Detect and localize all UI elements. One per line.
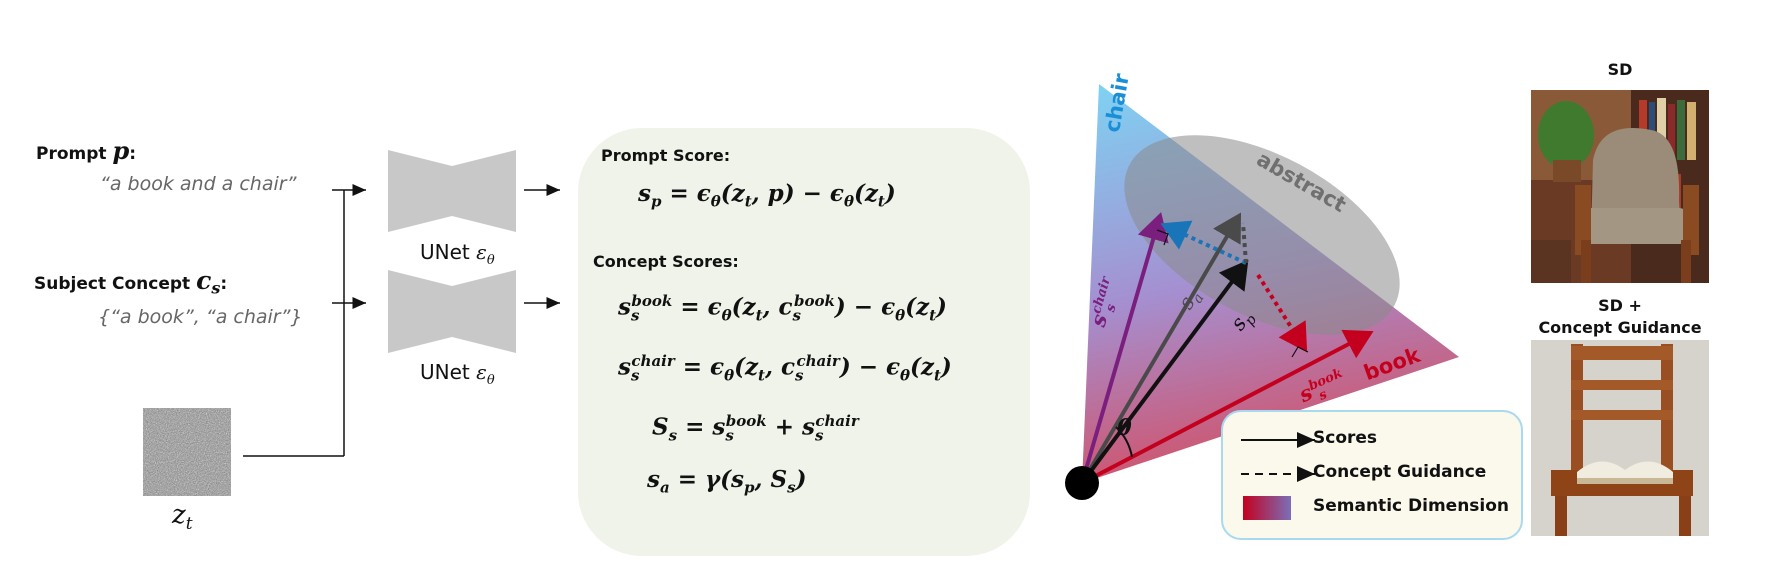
prompt-value: “a book and a chair” [100, 173, 297, 195]
unet-top-symbol: ε [476, 240, 487, 264]
origin-point [1065, 466, 1099, 500]
chair-score-vector [1080, 212, 1169, 484]
scores-panel [578, 128, 1030, 556]
noise-image [143, 408, 231, 496]
abstract-region [1124, 135, 1400, 335]
legend-semantic: Semantic Dimension [1313, 496, 1510, 516]
unet-bottom-symbol: ε [476, 360, 487, 384]
prompt-score-equation: sp = ϵθ(zt, p) − ϵθ(zt) [638, 180, 896, 211]
unet-top-symbol-sub: θ [486, 253, 495, 268]
book-guidance-dotted [1256, 273, 1308, 353]
prompt-score-vector [1080, 259, 1249, 485]
sd-guidance-label-line1: SD + [1598, 296, 1642, 315]
unet-bottom-symbol-sub: θ [486, 373, 495, 388]
unet-bottom-encoder [388, 270, 452, 353]
concept-value: {“a book”, “a chair”} [98, 306, 303, 328]
unet-bottom-label: UNet εθ [420, 360, 495, 388]
prompt-score-title: Prompt Score: [601, 146, 731, 165]
concept-scores-title: Concept Scores: [593, 252, 739, 271]
concept-variable-sub: s [211, 278, 221, 298]
theta-label: θ [1117, 415, 1132, 441]
unet-bottom-text: UNet [420, 360, 470, 384]
legend-scores: Scores [1313, 428, 1378, 448]
chair-score-equation: sschair = ϵθ(zt, cschair) − ϵθ(zt) [618, 352, 952, 385]
noise-var-sub: t [185, 514, 193, 535]
sd-guidance-label-line2: Concept Guidance [1538, 318, 1702, 337]
legend-box: Scores Concept Guidance Semantic Dimensi… [1221, 410, 1523, 540]
book-score-vector [1081, 329, 1374, 485]
prompt-label: Prompt p: [36, 136, 137, 165]
concept-label-text: Subject Concept [34, 274, 191, 294]
unet-top-label: UNet εθ [420, 240, 495, 268]
aggregate-score-vector [1080, 212, 1242, 485]
prompt-label-text: Prompt [36, 144, 107, 164]
sd-label: SD [1607, 60, 1633, 79]
chair-guidance-dotted [1160, 220, 1247, 265]
sd-guidance-label: SD + Concept Guidance [1530, 295, 1710, 339]
semantic-space-diagram [1065, 84, 1459, 500]
unet-top-text: UNet [420, 240, 470, 264]
sd-result-image [1531, 90, 1709, 283]
book-score-equation: ssbook = ϵθ(zt, csbook) − ϵθ(zt) [618, 292, 947, 325]
noise-variable: zt [172, 500, 193, 534]
aggregate-guidance-dotted [1241, 222, 1248, 264]
unet-top-encoder [388, 150, 452, 232]
unet-bottom-decoder [452, 270, 516, 353]
legend-guidance: Concept Guidance [1313, 462, 1487, 482]
sd-guidance-result-image [1531, 340, 1709, 536]
unet-top-decoder [452, 150, 516, 232]
prompt-variable: p [112, 136, 130, 165]
concept-variable: c [196, 266, 212, 295]
legend-gradient-swatch [1243, 496, 1291, 520]
aggregate-equation: sa = γ(sp, Ss) [647, 466, 807, 497]
noise-var-text: z [172, 500, 186, 530]
concept-sum-equation: Ss = ssbook + sschair [652, 412, 859, 445]
concept-label: Subject Concept cs: [34, 266, 228, 298]
